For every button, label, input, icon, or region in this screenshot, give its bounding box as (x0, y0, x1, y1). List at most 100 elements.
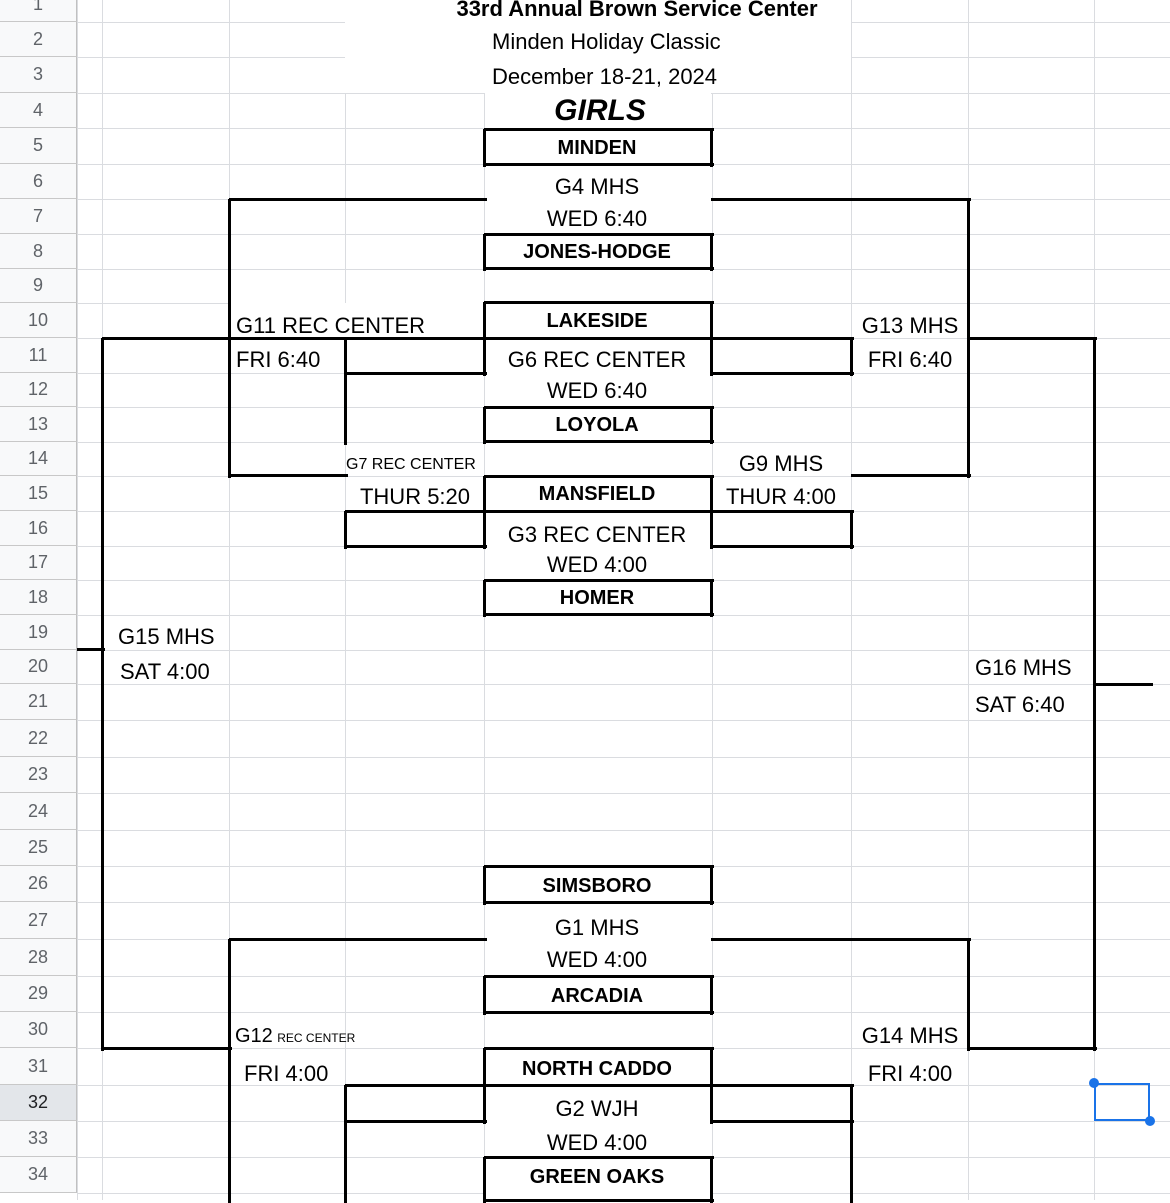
row-header-16[interactable]: 16 (0, 511, 77, 546)
team-loyola: LOYOLA (555, 414, 639, 436)
bracket-line (345, 510, 487, 513)
bracket-line (484, 337, 714, 340)
row-header-14[interactable]: 14 (0, 442, 77, 476)
game-g14-time: FRI 4:00 (867, 1061, 953, 1086)
bracket-line (710, 1048, 713, 1088)
bracket-line (484, 128, 714, 131)
game-g2-time: WED 4:00 (546, 1130, 648, 1155)
team-north-caddo: NORTH CADDO (522, 1058, 672, 1080)
game-g12-venue: REC CENTER (277, 1031, 356, 1045)
row-gridline (77, 684, 1170, 685)
row-header-32[interactable]: 32 (0, 1085, 77, 1121)
tournament-subtitle: Minden Holiday Classic (492, 29, 721, 54)
team-arcadia: ARCADIA (550, 985, 644, 1007)
bracket-line (484, 510, 714, 513)
bracket-line (484, 440, 714, 443)
row-header-21[interactable]: 21 (0, 684, 77, 720)
bracket-line (484, 475, 714, 478)
selection-handle-top-left[interactable] (1089, 1078, 1099, 1088)
column-gridline (851, 0, 852, 1200)
row-header-7[interactable]: 7 (0, 199, 77, 234)
column-gridline (229, 0, 230, 1200)
bracket-line (968, 1047, 1097, 1050)
row-header-33[interactable]: 33 (0, 1121, 77, 1157)
row-header-15[interactable]: 15 (0, 476, 77, 511)
row-header-12[interactable]: 12 (0, 373, 77, 407)
game-g9-time: THUR 4:00 (725, 484, 837, 509)
row-header-18[interactable]: 18 (0, 580, 77, 615)
bracket-line (710, 407, 713, 444)
bracket-line (344, 1085, 347, 1124)
merged-cell-bg (345, 0, 851, 93)
bracket-line (850, 1085, 853, 1124)
bracket-line (483, 866, 486, 905)
row-header-5[interactable]: 5 (0, 128, 77, 164)
bracket-line (710, 511, 713, 549)
column-gridline (712, 0, 713, 1200)
bracket-line (710, 234, 713, 271)
bracket-line (344, 1121, 347, 1203)
merged-cell-bg (485, 476, 711, 614)
bracket-line (710, 302, 713, 341)
column-gridline (968, 0, 969, 1200)
row-header-31[interactable]: 31 (0, 1048, 77, 1085)
bracket-line (484, 233, 714, 236)
bracket-line (483, 476, 486, 514)
bracket-line (710, 476, 713, 514)
game-g11-time: FRI 6:40 (236, 347, 321, 372)
row-header-1[interactable]: 1 (0, 0, 77, 22)
game-g1-time: WED 4:00 (546, 947, 648, 972)
row-header-4[interactable]: 4 (0, 93, 77, 128)
bracket-line (229, 938, 487, 941)
game-g3-time: WED 4:00 (546, 552, 648, 577)
row-header-13[interactable]: 13 (0, 407, 77, 442)
bracket-line (345, 545, 487, 548)
row-header-3[interactable]: 3 (0, 57, 77, 93)
row-header-30[interactable]: 30 (0, 1012, 77, 1048)
bracket-line (711, 337, 854, 340)
bracket-line (710, 1085, 713, 1124)
row-header-17[interactable]: 17 (0, 546, 77, 580)
row-header-9[interactable]: 9 (0, 269, 77, 303)
selection-handle-bottom-right[interactable] (1145, 1116, 1155, 1126)
bracket-line (483, 338, 486, 376)
row-header-11[interactable]: 11 (0, 338, 77, 373)
bracket-line (484, 613, 714, 616)
row-header-28[interactable]: 28 (0, 939, 77, 976)
row-header-26[interactable]: 26 (0, 866, 77, 902)
bracket-line (344, 511, 347, 549)
bracket-line (850, 1121, 853, 1203)
column-gridline (77, 0, 78, 1200)
active-cell-selection[interactable] (1094, 1083, 1150, 1121)
game-g15-time: SAT 4:00 (120, 659, 210, 684)
row-header-29[interactable]: 29 (0, 976, 77, 1012)
bracket-line (484, 267, 714, 270)
game-g6-site: G6 REC CENTER (507, 347, 687, 372)
row-header-23[interactable]: 23 (0, 757, 77, 793)
row-header-22[interactable]: 22 (0, 720, 77, 757)
bracket-line (484, 901, 714, 904)
row-header-10[interactable]: 10 (0, 303, 77, 338)
bracket-line (345, 1120, 487, 1123)
bracket-line (711, 198, 971, 201)
row-header-2[interactable]: 2 (0, 22, 77, 57)
row-header-27[interactable]: 27 (0, 902, 77, 939)
bracket-line (710, 976, 713, 1015)
row-header-19[interactable]: 19 (0, 615, 77, 650)
bracket-line (483, 1048, 486, 1088)
bracket-line (484, 406, 714, 409)
row-header-25[interactable]: 25 (0, 830, 77, 866)
bracket-line (344, 373, 347, 445)
bracket-line (229, 198, 487, 201)
row-header-8[interactable]: 8 (0, 234, 77, 269)
game-g6-time: WED 6:40 (546, 378, 648, 403)
bracket-line (710, 129, 713, 167)
row-header-24[interactable]: 24 (0, 793, 77, 830)
row-header-20[interactable]: 20 (0, 650, 77, 684)
bracket-line (483, 1085, 486, 1124)
row-header-34[interactable]: 34 (0, 1157, 77, 1193)
team-lakeside: LAKESIDE (546, 310, 648, 332)
merged-cell-bg (485, 866, 711, 1012)
row-header-6[interactable]: 6 (0, 164, 77, 199)
